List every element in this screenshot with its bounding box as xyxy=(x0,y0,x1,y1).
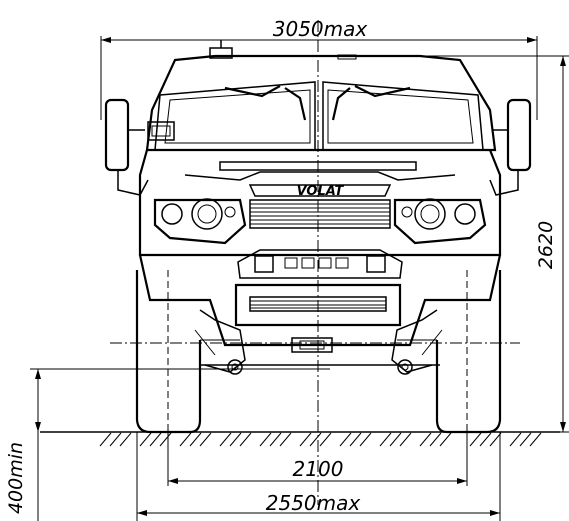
ground-clearance-label: 400min xyxy=(5,442,27,514)
base-width-label: 2550max xyxy=(266,491,361,515)
right-wheel xyxy=(435,270,502,434)
dimension-ground-clearance: 400min xyxy=(5,368,330,521)
dimension-height: 2620 xyxy=(318,55,569,433)
dimension-base-width: 2550max xyxy=(136,432,501,521)
dimension-overall-width: 3050max xyxy=(100,17,538,120)
right-headlight-cluster xyxy=(393,198,487,245)
height-label: 2620 xyxy=(535,221,557,269)
right-mirror xyxy=(489,98,532,196)
vehicle-body: VOLAT xyxy=(138,40,502,366)
ground-line xyxy=(40,431,560,447)
roof-lamp xyxy=(147,121,175,141)
overall-width-label: 3050max xyxy=(273,17,368,41)
left-mirror xyxy=(104,98,149,196)
right-suspension xyxy=(391,309,443,375)
left-suspension xyxy=(194,309,246,375)
left-headlight-cluster xyxy=(153,198,247,245)
left-wheel xyxy=(135,270,202,434)
brand-badge: VOLAT xyxy=(297,184,345,199)
